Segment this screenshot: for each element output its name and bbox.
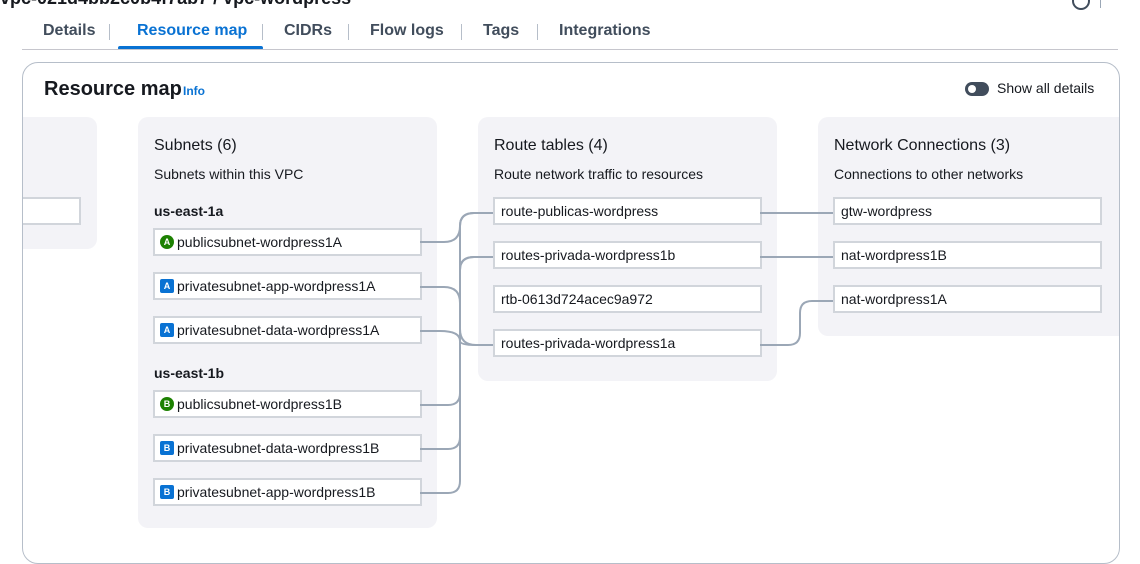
network-connection-node[interactable]: nat-wordpress1A [833,285,1102,313]
network-connection-name: nat-wordpress1A [841,291,947,307]
breadcrumb: vpc-021d4bb2c0b4f7ab7 / vpc-wordpress [0,0,351,8]
divider [1100,0,1101,8]
route-tables-title: Route tables (4) [494,137,608,154]
subnet-node[interactable]: B privatesubnet-app-wordpress1B [153,478,422,506]
tab-integrations[interactable]: Integrations [559,22,651,39]
route-table-name: rtb-0613d724acec9a972 [501,291,653,307]
toggle-label: Show all details [997,80,1095,96]
subnet-name: privatesubnet-app-wordpress1A [177,278,376,294]
route-table-name: routes-privada-wordpress1b [501,247,676,263]
panel-title: Resource map [44,78,182,100]
network-connections-description: Connections to other networks [834,166,1024,182]
tabs-divider [22,49,1118,50]
network-connection-name: gtw-wordpress [841,203,933,219]
tab-details[interactable]: Details [43,22,96,39]
resource-map-panel: Resource map Info Show all details Subne… [22,62,1120,564]
public-subnet-badge-icon: B [160,397,174,411]
subnets-description: Subnets within this VPC [154,166,304,182]
subnet-name: privatesubnet-app-wordpress1B [177,484,376,500]
network-connection-name: nat-wordpress1B [841,247,947,263]
tab-separator [461,24,462,40]
tab-separator [537,24,538,40]
route-table-node[interactable]: routes-privada-wordpress1a [493,329,762,357]
tab-separator [109,24,110,40]
subnet-name: privatesubnet-data-wordpress1A [177,322,380,338]
subnets-column: Subnets (6) Subnets within this VPC us-e… [138,117,437,528]
tab-resource-map[interactable]: Resource map [137,22,248,39]
tab-separator [262,24,263,40]
subnets-title: Subnets (6) [154,137,237,154]
subnet-name: publicsubnet-wordpress1B [177,396,342,412]
subnet-node[interactable]: A privatesubnet-app-wordpress1A [153,272,422,300]
network-connections-title: Network Connections (3) [834,137,1011,154]
route-table-node[interactable]: routes-privada-wordpress1b [493,241,762,269]
subnet-name: publicsubnet-wordpress1A [177,234,342,250]
route-table-node[interactable]: rtb-0613d724acec9a972 [493,285,762,313]
subnet-node[interactable]: A publicsubnet-wordpress1A [153,228,422,256]
tab-separator [348,24,349,40]
subnet-node[interactable]: B publicsubnet-wordpress1B [153,390,422,418]
route-table-name: route-publicas-wordpress [501,203,659,219]
show-all-details-toggle[interactable] [965,82,989,96]
route-tables-column: Route tables (4) Route network traffic t… [478,117,777,381]
gear-icon[interactable] [1072,0,1090,10]
subnet-name: privatesubnet-data-wordpress1B [177,440,380,456]
info-link[interactable]: Info [183,84,205,98]
private-subnet-badge-icon: A [160,323,174,337]
public-subnet-badge-icon: A [160,235,174,249]
subnet-node[interactable]: A privatesubnet-data-wordpress1A [153,316,422,344]
tab-tags[interactable]: Tags [483,22,520,39]
vpc-column [23,117,97,249]
network-connection-node[interactable]: nat-wordpress1B [833,241,1102,269]
private-subnet-badge-icon: A [160,279,174,293]
active-tab-indicator [118,46,263,50]
route-tables-description: Route network traffic to resources [494,166,704,182]
network-connections-column: Network Connections (3) Connections to o… [818,117,1119,336]
tab-cidrs[interactable]: CIDRs [284,22,333,39]
az-label: us-east-1a [154,203,224,219]
subnet-node[interactable]: B privatesubnet-data-wordpress1B [153,434,422,462]
private-subnet-badge-icon: B [160,441,174,455]
route-table-name: routes-privada-wordpress1a [501,335,676,351]
vpc-node[interactable] [23,197,81,225]
az-label: us-east-1b [154,365,225,381]
private-subnet-badge-icon: B [160,485,174,499]
tab-flow-logs[interactable]: Flow logs [370,22,444,39]
toggle-switch-icon [968,85,976,93]
route-table-node[interactable]: route-publicas-wordpress [493,197,762,225]
network-connection-node[interactable]: gtw-wordpress [833,197,1102,225]
